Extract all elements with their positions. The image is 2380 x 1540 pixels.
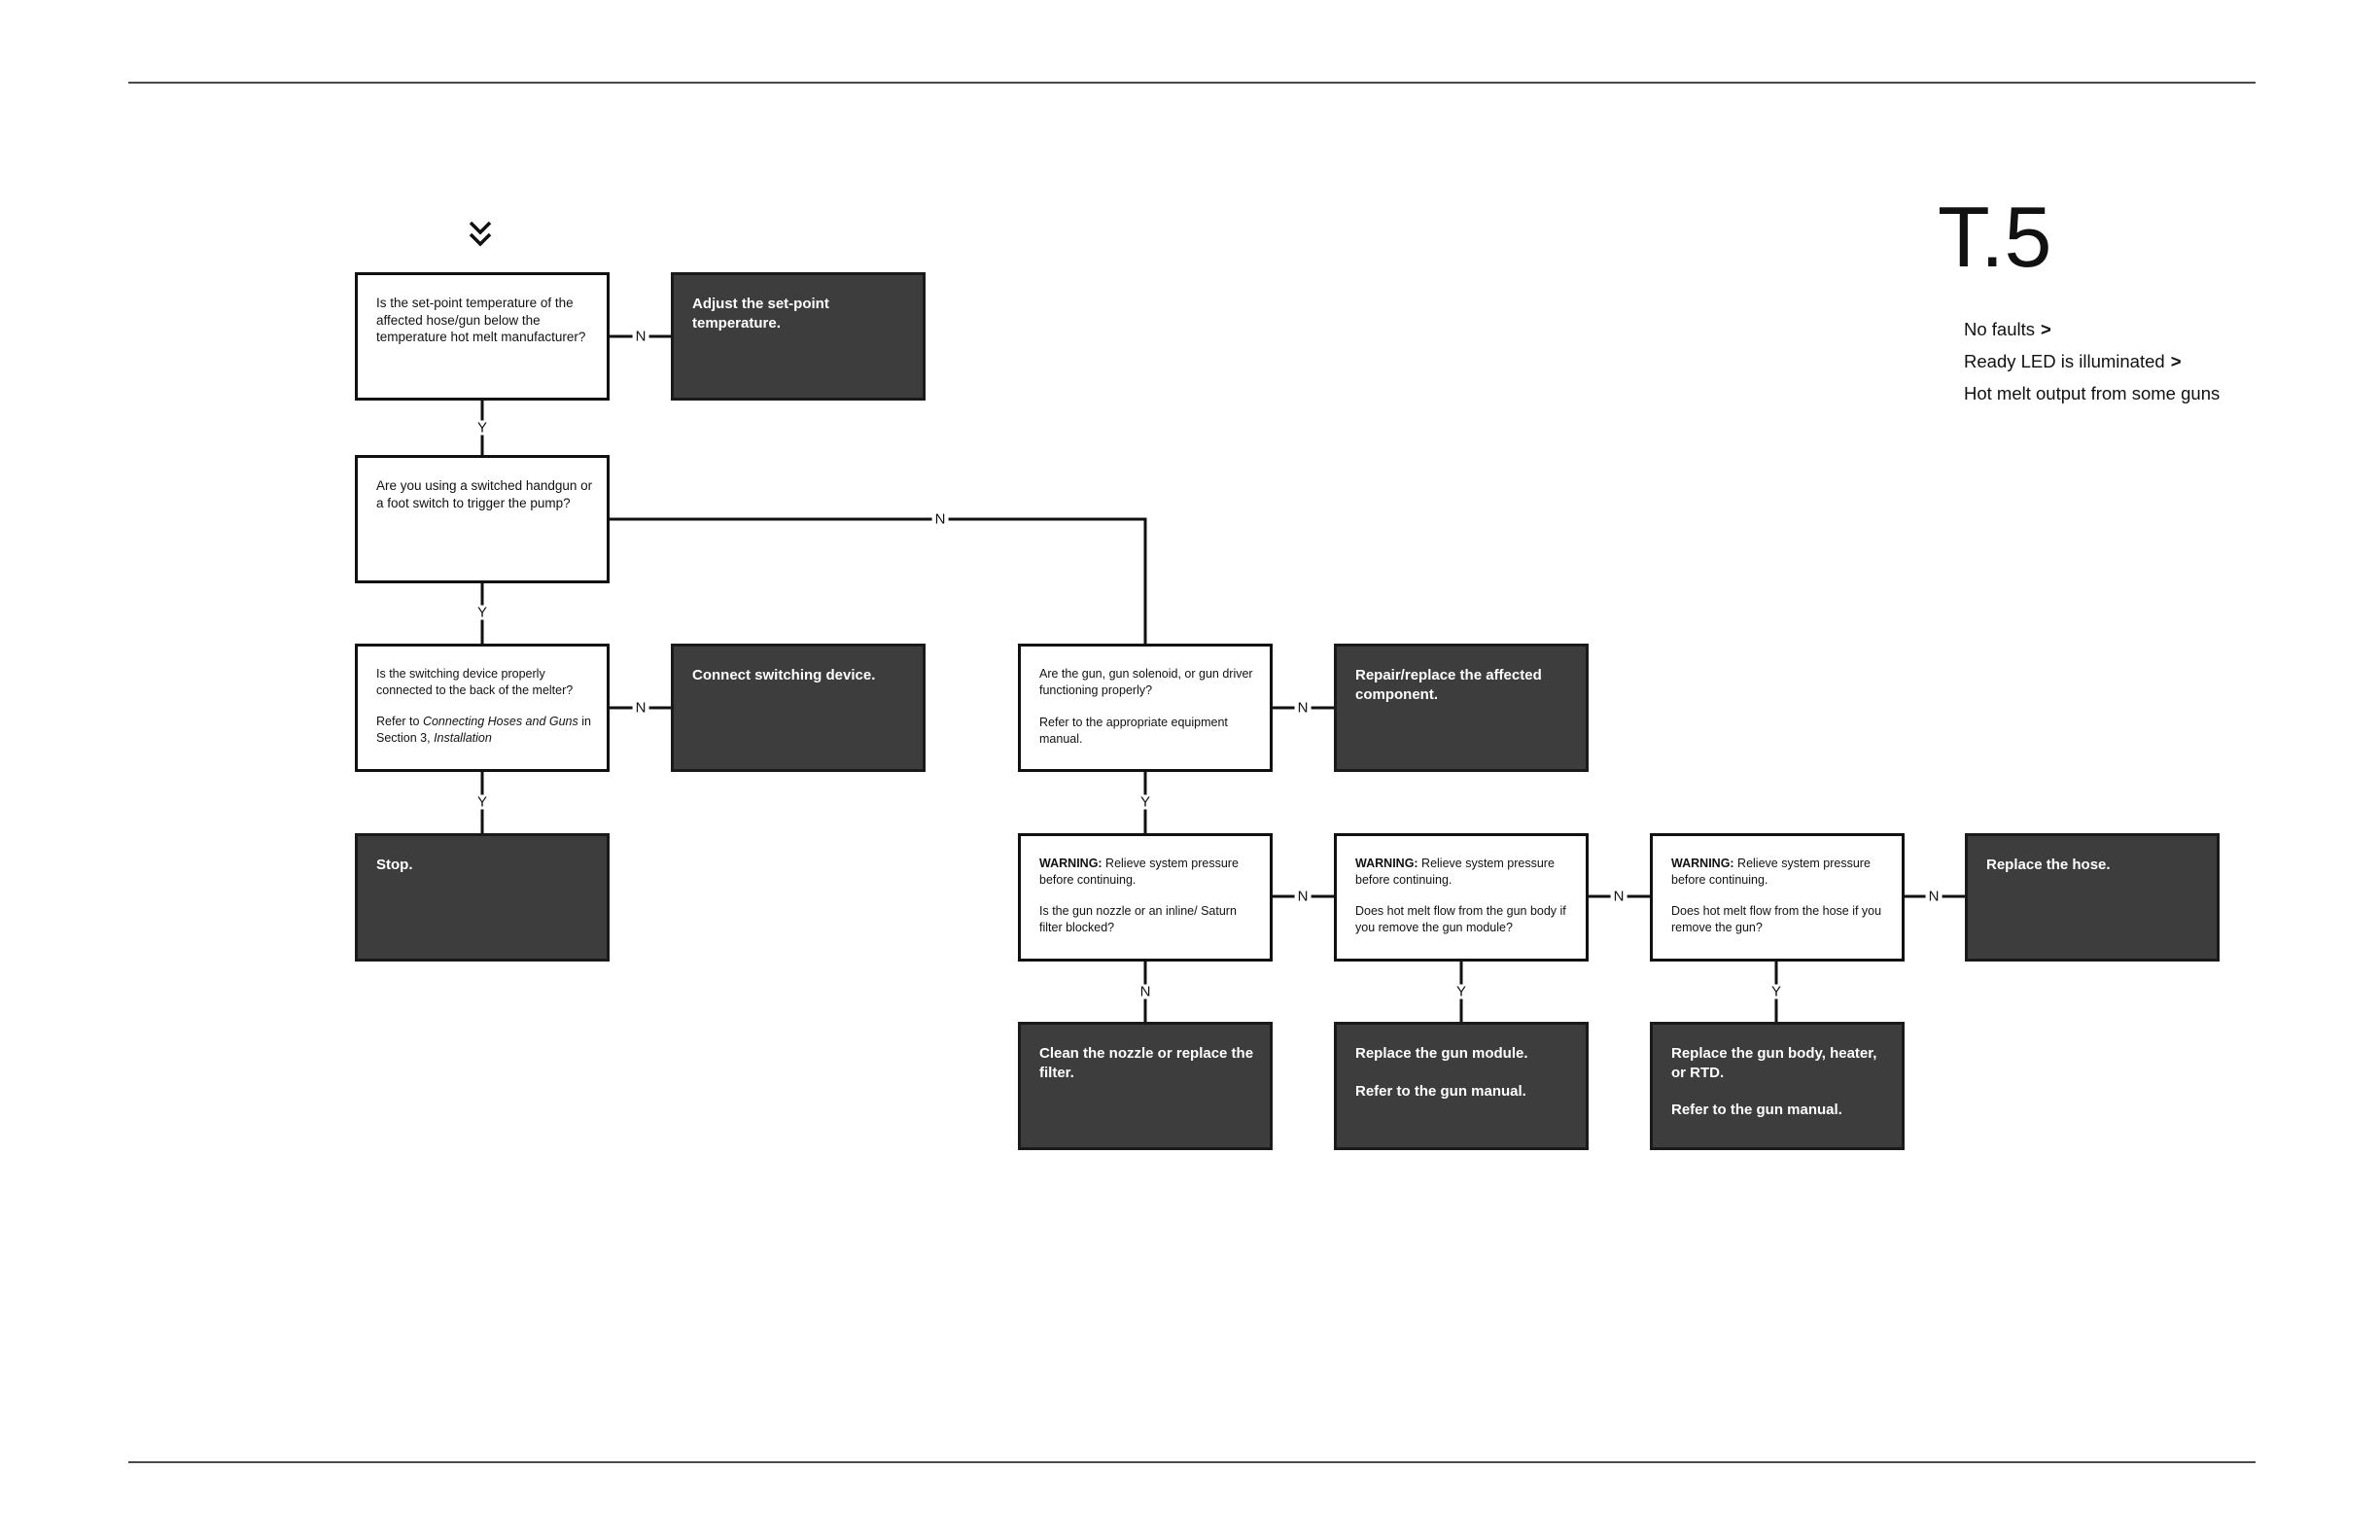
action-text: Replace the hose. xyxy=(1986,857,2111,873)
edge-label-q6-no: N xyxy=(1610,889,1628,904)
decision-text: Are you using a switched handgun or a fo… xyxy=(376,478,593,510)
warning-text: WARNING: Relieve system pressure before … xyxy=(1039,857,1239,887)
edge-label-q4-yes: Y xyxy=(1137,794,1154,810)
edge-label-q3-yes: Y xyxy=(473,794,491,810)
edge-label-q4-no: N xyxy=(1294,700,1312,716)
decision-switching-device-connected: Is the switching device properly connect… xyxy=(355,644,610,772)
action-text: Clean the nozzle or replace the filter. xyxy=(1039,1045,1254,1081)
action-connect-switching-device: Connect switching device. xyxy=(671,644,926,772)
action-replace-gun-body: Replace the gun body, heater, or RTD. Re… xyxy=(1650,1022,1905,1150)
edge-label-q1-yes: Y xyxy=(473,420,491,436)
breadcrumb-item: Ready LED is illuminated> xyxy=(1964,351,2182,371)
action-text: Repair/replace the affected component. xyxy=(1355,667,1542,703)
edge-label-q5-no-down: N xyxy=(1137,984,1154,999)
decision-text: Is the set-point temperature of the affe… xyxy=(376,296,586,344)
decision-switched-handgun: Are you using a switched handgun or a fo… xyxy=(355,455,610,583)
edge-label-q5-no-right: N xyxy=(1294,889,1312,904)
breadcrumb: No faults> Ready LED is illuminated> Hot… xyxy=(1964,313,2220,409)
decision-gun-functioning: Are the gun, gun solenoid, or gun driver… xyxy=(1018,644,1273,772)
decision-reference: Refer to the appropriate equipment manua… xyxy=(1039,716,1228,746)
page-code: T.5 xyxy=(1938,189,2052,285)
warning-text: WARNING: Relieve system pressure before … xyxy=(1671,857,1871,887)
edge-label-q3-no: N xyxy=(632,700,649,716)
edge-label-q7-yes: Y xyxy=(1768,984,1785,999)
action-text: Connect switching device. xyxy=(692,667,876,683)
bottom-rule xyxy=(128,1461,2256,1463)
action-repair-component: Repair/replace the affected component. xyxy=(1334,644,1589,772)
action-text: Stop. xyxy=(376,857,413,873)
decision-flow-from-gun-body: WARNING: Relieve system pressure before … xyxy=(1334,833,1589,962)
decision-flow-from-hose: WARNING: Relieve system pressure before … xyxy=(1650,833,1905,962)
top-rule xyxy=(128,82,2256,84)
decision-text: Are the gun, gun solenoid, or gun driver… xyxy=(1039,667,1253,697)
breadcrumb-separator: > xyxy=(2041,319,2051,339)
decision-reference: Refer to Connecting Hoses and Guns in Se… xyxy=(376,715,591,745)
edge-label-q1-no: N xyxy=(632,329,649,344)
decision-text: Does hot melt flow from the hose if you … xyxy=(1671,904,1882,934)
decision-text: Does hot melt flow from the gun body if … xyxy=(1355,904,1566,934)
breadcrumb-item: Hot melt output from some guns xyxy=(1964,383,2221,403)
warning-text: WARNING: Relieve system pressure before … xyxy=(1355,857,1555,887)
action-text: Adjust the set-point temperature. xyxy=(692,296,829,332)
edge-label-q6-yes: Y xyxy=(1452,984,1470,999)
double-chevron-down-icon xyxy=(469,221,492,247)
breadcrumb-item: No faults> xyxy=(1964,319,2051,339)
action-reference: Refer to the gun manual. xyxy=(1355,1082,1526,1100)
action-reference: Refer to the gun manual. xyxy=(1671,1102,1842,1118)
edge-label-q7-no: N xyxy=(1925,889,1942,904)
action-replace-hose: Replace the hose. xyxy=(1965,833,2220,962)
action-replace-gun-module: Replace the gun module. Refer to the gun… xyxy=(1334,1022,1589,1150)
action-clean-nozzle: Clean the nozzle or replace the filter. xyxy=(1018,1022,1273,1150)
edge-label-q2-no: N xyxy=(931,511,949,527)
breadcrumb-separator: > xyxy=(2170,351,2182,371)
action-adjust-setpoint: Adjust the set-point temperature. xyxy=(671,272,926,401)
decision-text: Is the gun nozzle or an inline/ Saturn f… xyxy=(1039,904,1237,934)
action-text: Replace the gun body, heater, or RTD. xyxy=(1671,1045,1877,1081)
connector-q2-q4 xyxy=(610,517,1147,644)
decision-text: Is the switching device properly connect… xyxy=(376,667,574,697)
action-stop: Stop. xyxy=(355,833,610,962)
decision-nozzle-blocked: WARNING: Relieve system pressure before … xyxy=(1018,833,1273,962)
decision-setpoint-temperature: Is the set-point temperature of the affe… xyxy=(355,272,610,401)
action-text: Replace the gun module. xyxy=(1355,1045,1528,1062)
edge-label-q2-yes: Y xyxy=(473,605,491,620)
